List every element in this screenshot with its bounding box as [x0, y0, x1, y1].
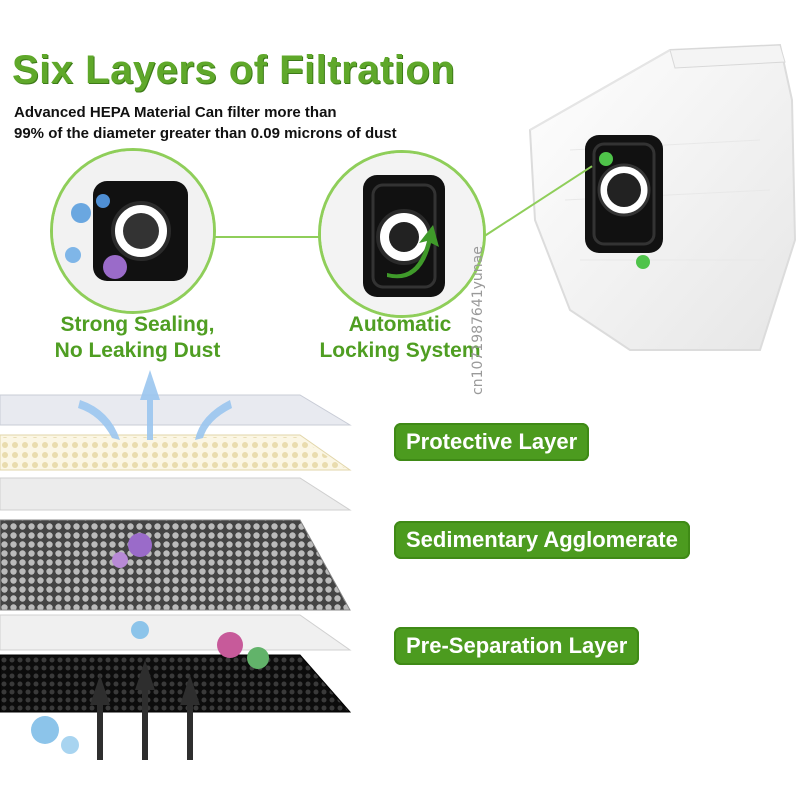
locking-detail-circle — [318, 150, 486, 318]
subtitle-line-1: Advanced HEPA Material Can filter more t… — [14, 104, 337, 121]
locking-closeup-image — [321, 153, 483, 315]
dust-bag-image — [528, 43, 797, 351]
connector-line-1 — [215, 236, 320, 238]
feature-locking-line-2: Locking System — [319, 339, 481, 362]
layer-label-pre-separation: Pre-Separation Layer — [394, 627, 640, 665]
bag-lock-cap-image — [585, 135, 663, 253]
filter-layers-image — [0, 370, 352, 760]
subtitle-line-2: 99% of the diameter greater than 0.09 mi… — [14, 125, 397, 142]
page-title: Six Layers of Filtration — [12, 48, 456, 92]
seal-marker-dot — [636, 255, 650, 269]
subtitle: Advanced HEPA Material Can filter more t… — [14, 102, 397, 144]
feature-sealing-line-2: No Leaking Dust — [54, 339, 221, 362]
feature-sealing-line-1: Strong Sealing, — [60, 313, 215, 336]
feature-caption-locking: Automatic Locking System — [290, 312, 510, 364]
feature-caption-sealing: Strong Sealing, No Leaking Dust — [20, 312, 255, 364]
feature-locking-line-1: Automatic — [348, 313, 452, 336]
watermark: cn1071987641yunae — [470, 246, 486, 395]
layer-label-sedimentary: Sedimentary Agglomerate — [394, 521, 690, 559]
lock-marker-dot — [599, 152, 613, 166]
sealing-closeup-image — [53, 151, 213, 311]
layer-label-protective: Protective Layer — [394, 423, 590, 461]
sealing-detail-circle — [50, 148, 216, 314]
